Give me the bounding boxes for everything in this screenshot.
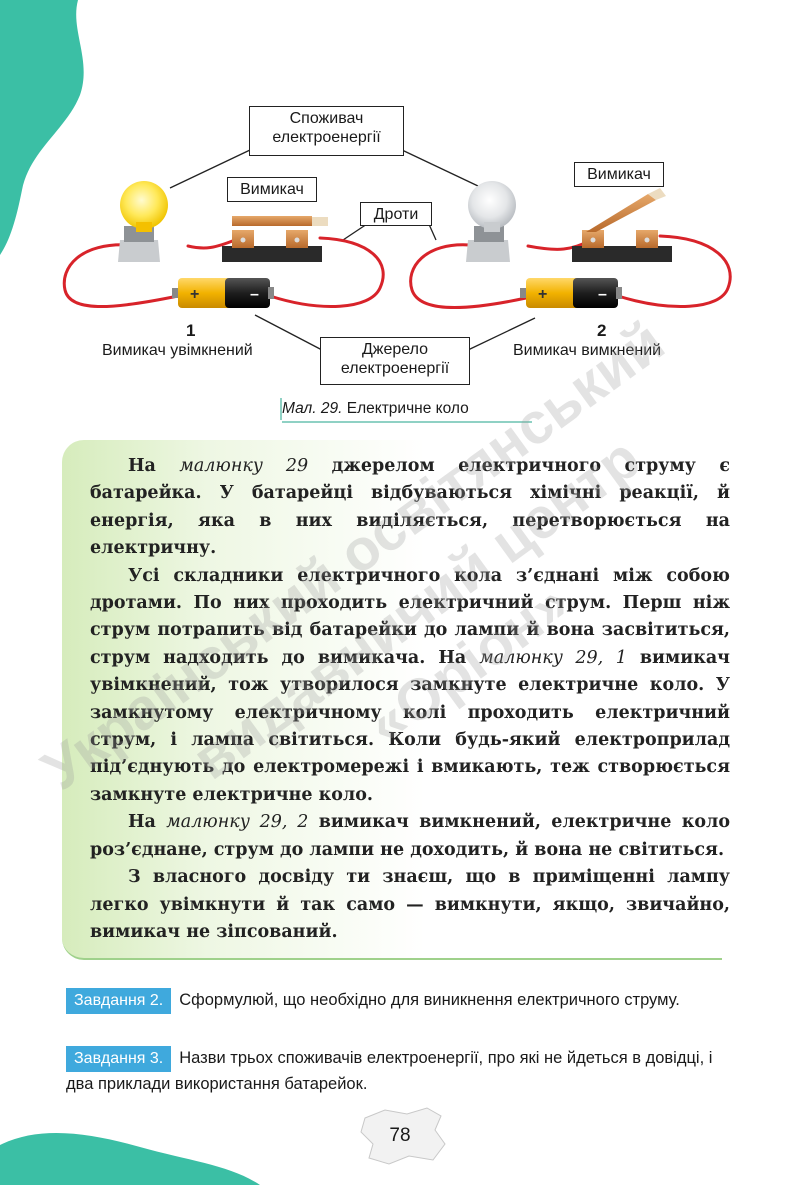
task-3-tag: Завдання 3.: [66, 1046, 172, 1072]
battery-minus-right: –: [598, 286, 607, 303]
p3-text-b: вимикач вимкнений, електричне коло роз’є…: [90, 812, 731, 860]
text-panel: [62, 440, 722, 960]
wires-label: Дроти: [360, 202, 432, 226]
p2-figure-ref: малюнку 29, 1: [479, 647, 627, 668]
switch-closed-icon: [222, 216, 328, 262]
task-2-text: Сформулюй, що необхідно для виникнення е…: [179, 991, 680, 1009]
caption-accent: [280, 398, 282, 420]
caption-underline: [282, 421, 532, 423]
p2-text-a: Усі складники електричного кола з’єднані…: [90, 565, 730, 668]
p3-text-a: На: [128, 812, 167, 833]
bulb-on-icon: [118, 181, 168, 262]
task-2-tag: Завдання 2.: [66, 988, 172, 1014]
task-3: Завдання 3.Назви трьох споживачів електр…: [66, 1046, 736, 1096]
figure-caption-number: Мал. 29.: [282, 400, 343, 417]
p1-text-b: джерелом електричного струму є батарейка…: [90, 456, 730, 559]
circuit-2-caption: Вимикач вимкнений: [513, 342, 662, 359]
bulb-off-icon: [466, 181, 516, 262]
main-text: На малюнку 29 джерелом електричного стру…: [90, 453, 730, 946]
p3-figure-ref: малюнку 29, 2: [166, 812, 309, 833]
task-2: Завдання 2. Сформулюй, що необхідно для в…: [66, 988, 736, 1014]
corner-decoration-bottom: [0, 1132, 260, 1185]
paragraph-1: На малюнку 29 джерелом електричного стру…: [90, 453, 730, 563]
paragraph-2: Усі складники електричного кола з’єднані…: [90, 563, 730, 810]
page-number-paper: [360, 1107, 446, 1165]
battery-plus-left: +: [190, 286, 199, 303]
battery-plus-right: +: [538, 286, 547, 303]
paragraph-3: На малюнку 29, 2 вимикач вимкнений, елек…: [90, 809, 730, 864]
source-label: Джерело електроенергії: [320, 337, 470, 385]
corner-decoration-top: [0, 0, 84, 255]
p2-text-b: вимикач увімкнений, тож утворилося замкн…: [90, 647, 730, 805]
p1-figure-ref: малюнку 29: [179, 456, 309, 476]
consumer-label: Споживач електроенергії: [249, 106, 404, 156]
circuit-1-number: 1: [186, 321, 196, 340]
page-number: 78: [389, 1125, 411, 1146]
circuit-1-caption: Вимикач увімкнений: [102, 342, 253, 359]
battery-minus-left: –: [250, 286, 259, 303]
p4-text: З власного досвіду ти знаєш, що в приміщ…: [90, 867, 730, 942]
paragraph-4: З власного досвіду ти знаєш, що в приміщ…: [90, 864, 730, 946]
circuit-illustration: + – + –: [62, 149, 732, 351]
battery-icon-2: [520, 278, 622, 308]
switch-label-left: Вимикач: [227, 177, 317, 202]
circuit-2-number: 2: [597, 321, 607, 340]
figure-caption: Мал. 29. Електричне коло: [282, 400, 469, 418]
figure-caption-text: Електричне коло: [342, 400, 469, 417]
task-3-text: Назви трьох споживачів електроенергії, п…: [66, 1049, 713, 1093]
switch-label-right: Вимикач: [574, 162, 664, 187]
switch-open-icon: [572, 188, 672, 262]
p1-text-a: На: [128, 456, 180, 476]
battery-icon: [172, 278, 274, 308]
